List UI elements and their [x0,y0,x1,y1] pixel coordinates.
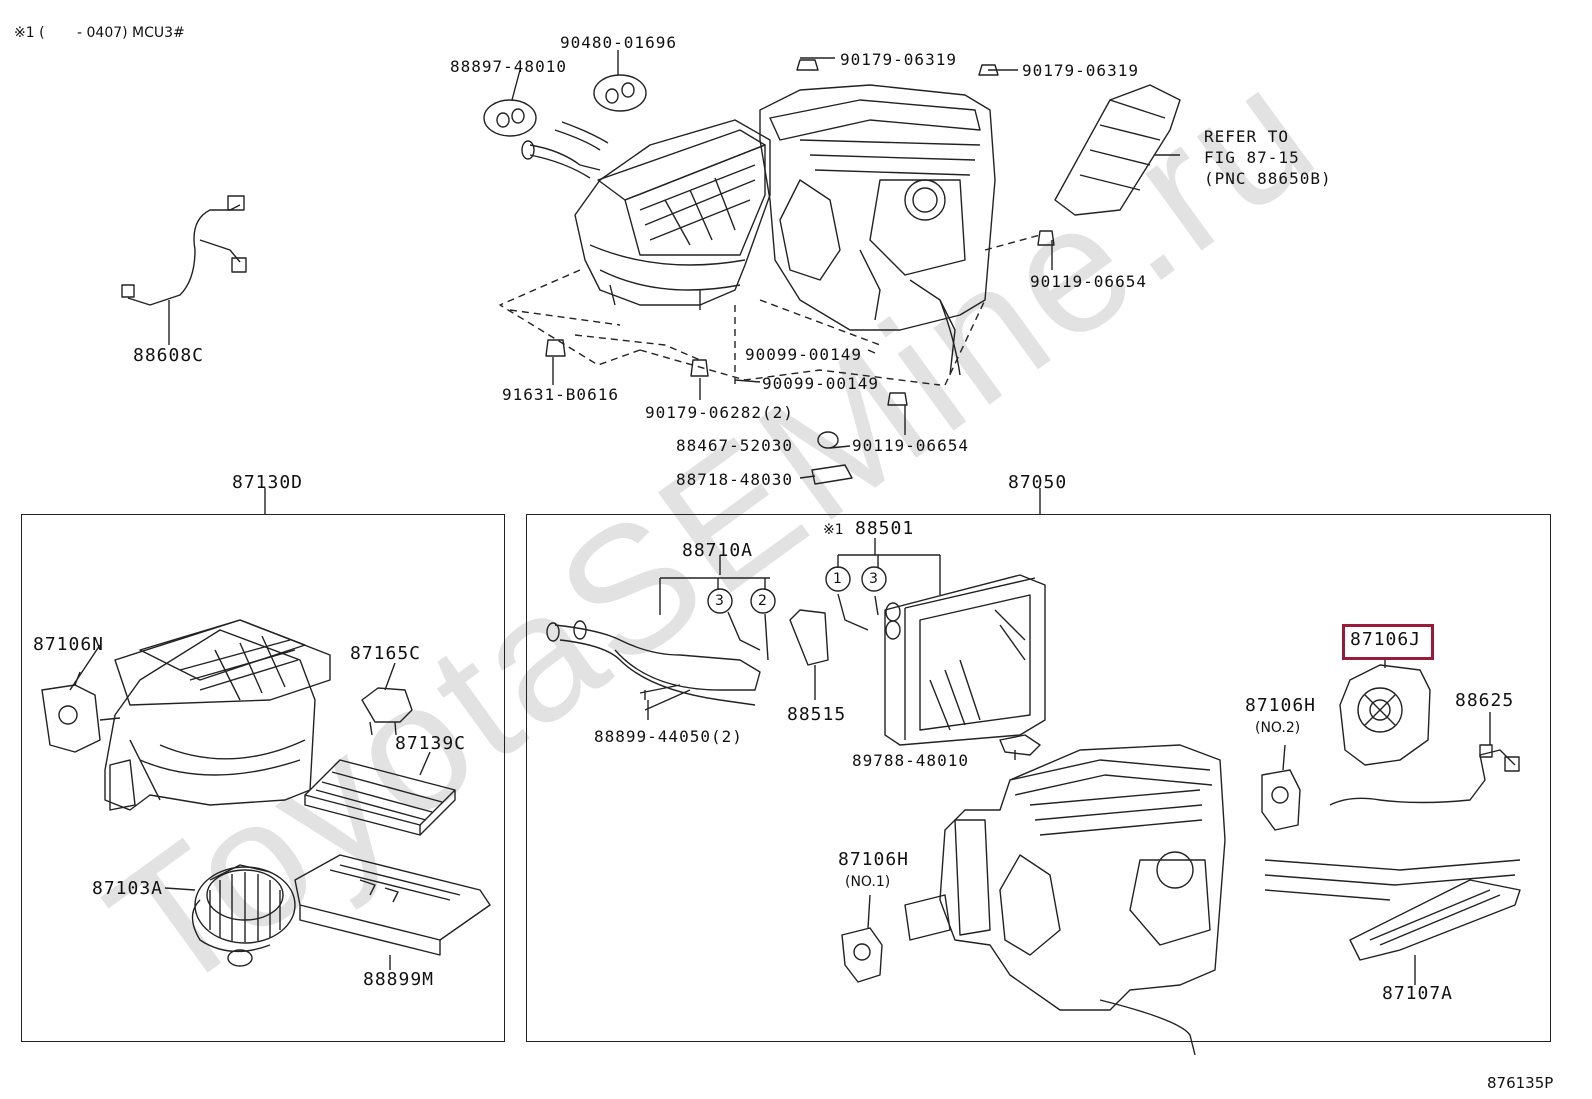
label-89788-48010: 89788-48010 [852,751,969,770]
label-87106h-no2-sub: (NO.2) [1255,720,1301,736]
label-90179-06319-b: 90179-06319 [1022,61,1139,80]
note-mark: ※1 [823,522,844,538]
label-87107a: 87107A [1382,983,1454,1004]
label-88718-48030: 88718-48030 [676,470,793,489]
label-87106h-no1: 87106H [838,849,910,870]
group-title-87050: 87050 [1008,472,1068,493]
label-88625: 88625 [1455,690,1515,711]
group-87050-frame [526,514,1551,1042]
label-87103a: 87103A [92,878,164,899]
label-88608c: 88608C [133,345,205,366]
refer-line-1: REFER TO [1204,127,1290,146]
label-87106n: 87106N [33,634,105,655]
label-90119-06654-b: 90119-06654 [852,436,969,455]
circle-1: 1 [833,571,842,587]
label-87106h-no2: 87106H [1245,695,1317,716]
label-90099-00149-a: 90099-00149 [745,345,862,364]
label-87165c: 87165C [350,643,422,664]
label-88899-44050: 88899-44050(2) [594,727,743,746]
refer-line-2: FIG 87-15 [1204,148,1300,167]
label-88467-52030: 88467-52030 [676,436,793,455]
refer-line-3: (PNC 88650B) [1204,169,1332,188]
circle-3-right: 3 [869,571,878,587]
label-87106h-no1-sub: (NO.1) [845,874,891,890]
group-87130d-frame [21,514,505,1042]
circle-3-left: 3 [715,593,724,609]
label-91631-b0616: 91631-B0616 [502,385,619,404]
label-90179-06319-a: 90179-06319 [840,50,957,69]
header-note: ※1 ( - 0407) MCU3# [14,25,185,41]
label-90099-00149-b: 90099-00149 [762,374,879,393]
label-90480-01696: 90480-01696 [560,33,677,52]
label-88710a: 88710A [682,540,754,561]
label-88897-48010: 88897-48010 [450,57,567,76]
label-88899m: 88899M [363,969,435,990]
label-87106j: 87106J [1350,629,1422,650]
label-88501: 88501 [855,518,915,539]
label-90179-06282: 90179-06282(2) [645,403,794,422]
highlight-87106j [1342,624,1434,660]
figure-code: 876135P [1487,1074,1554,1092]
label-87139c: 87139C [395,733,467,754]
group-title-87130d: 87130D [232,472,304,493]
circle-2: 2 [758,593,767,609]
label-90119-06654-a: 90119-06654 [1030,272,1147,291]
label-88515: 88515 [787,704,847,725]
